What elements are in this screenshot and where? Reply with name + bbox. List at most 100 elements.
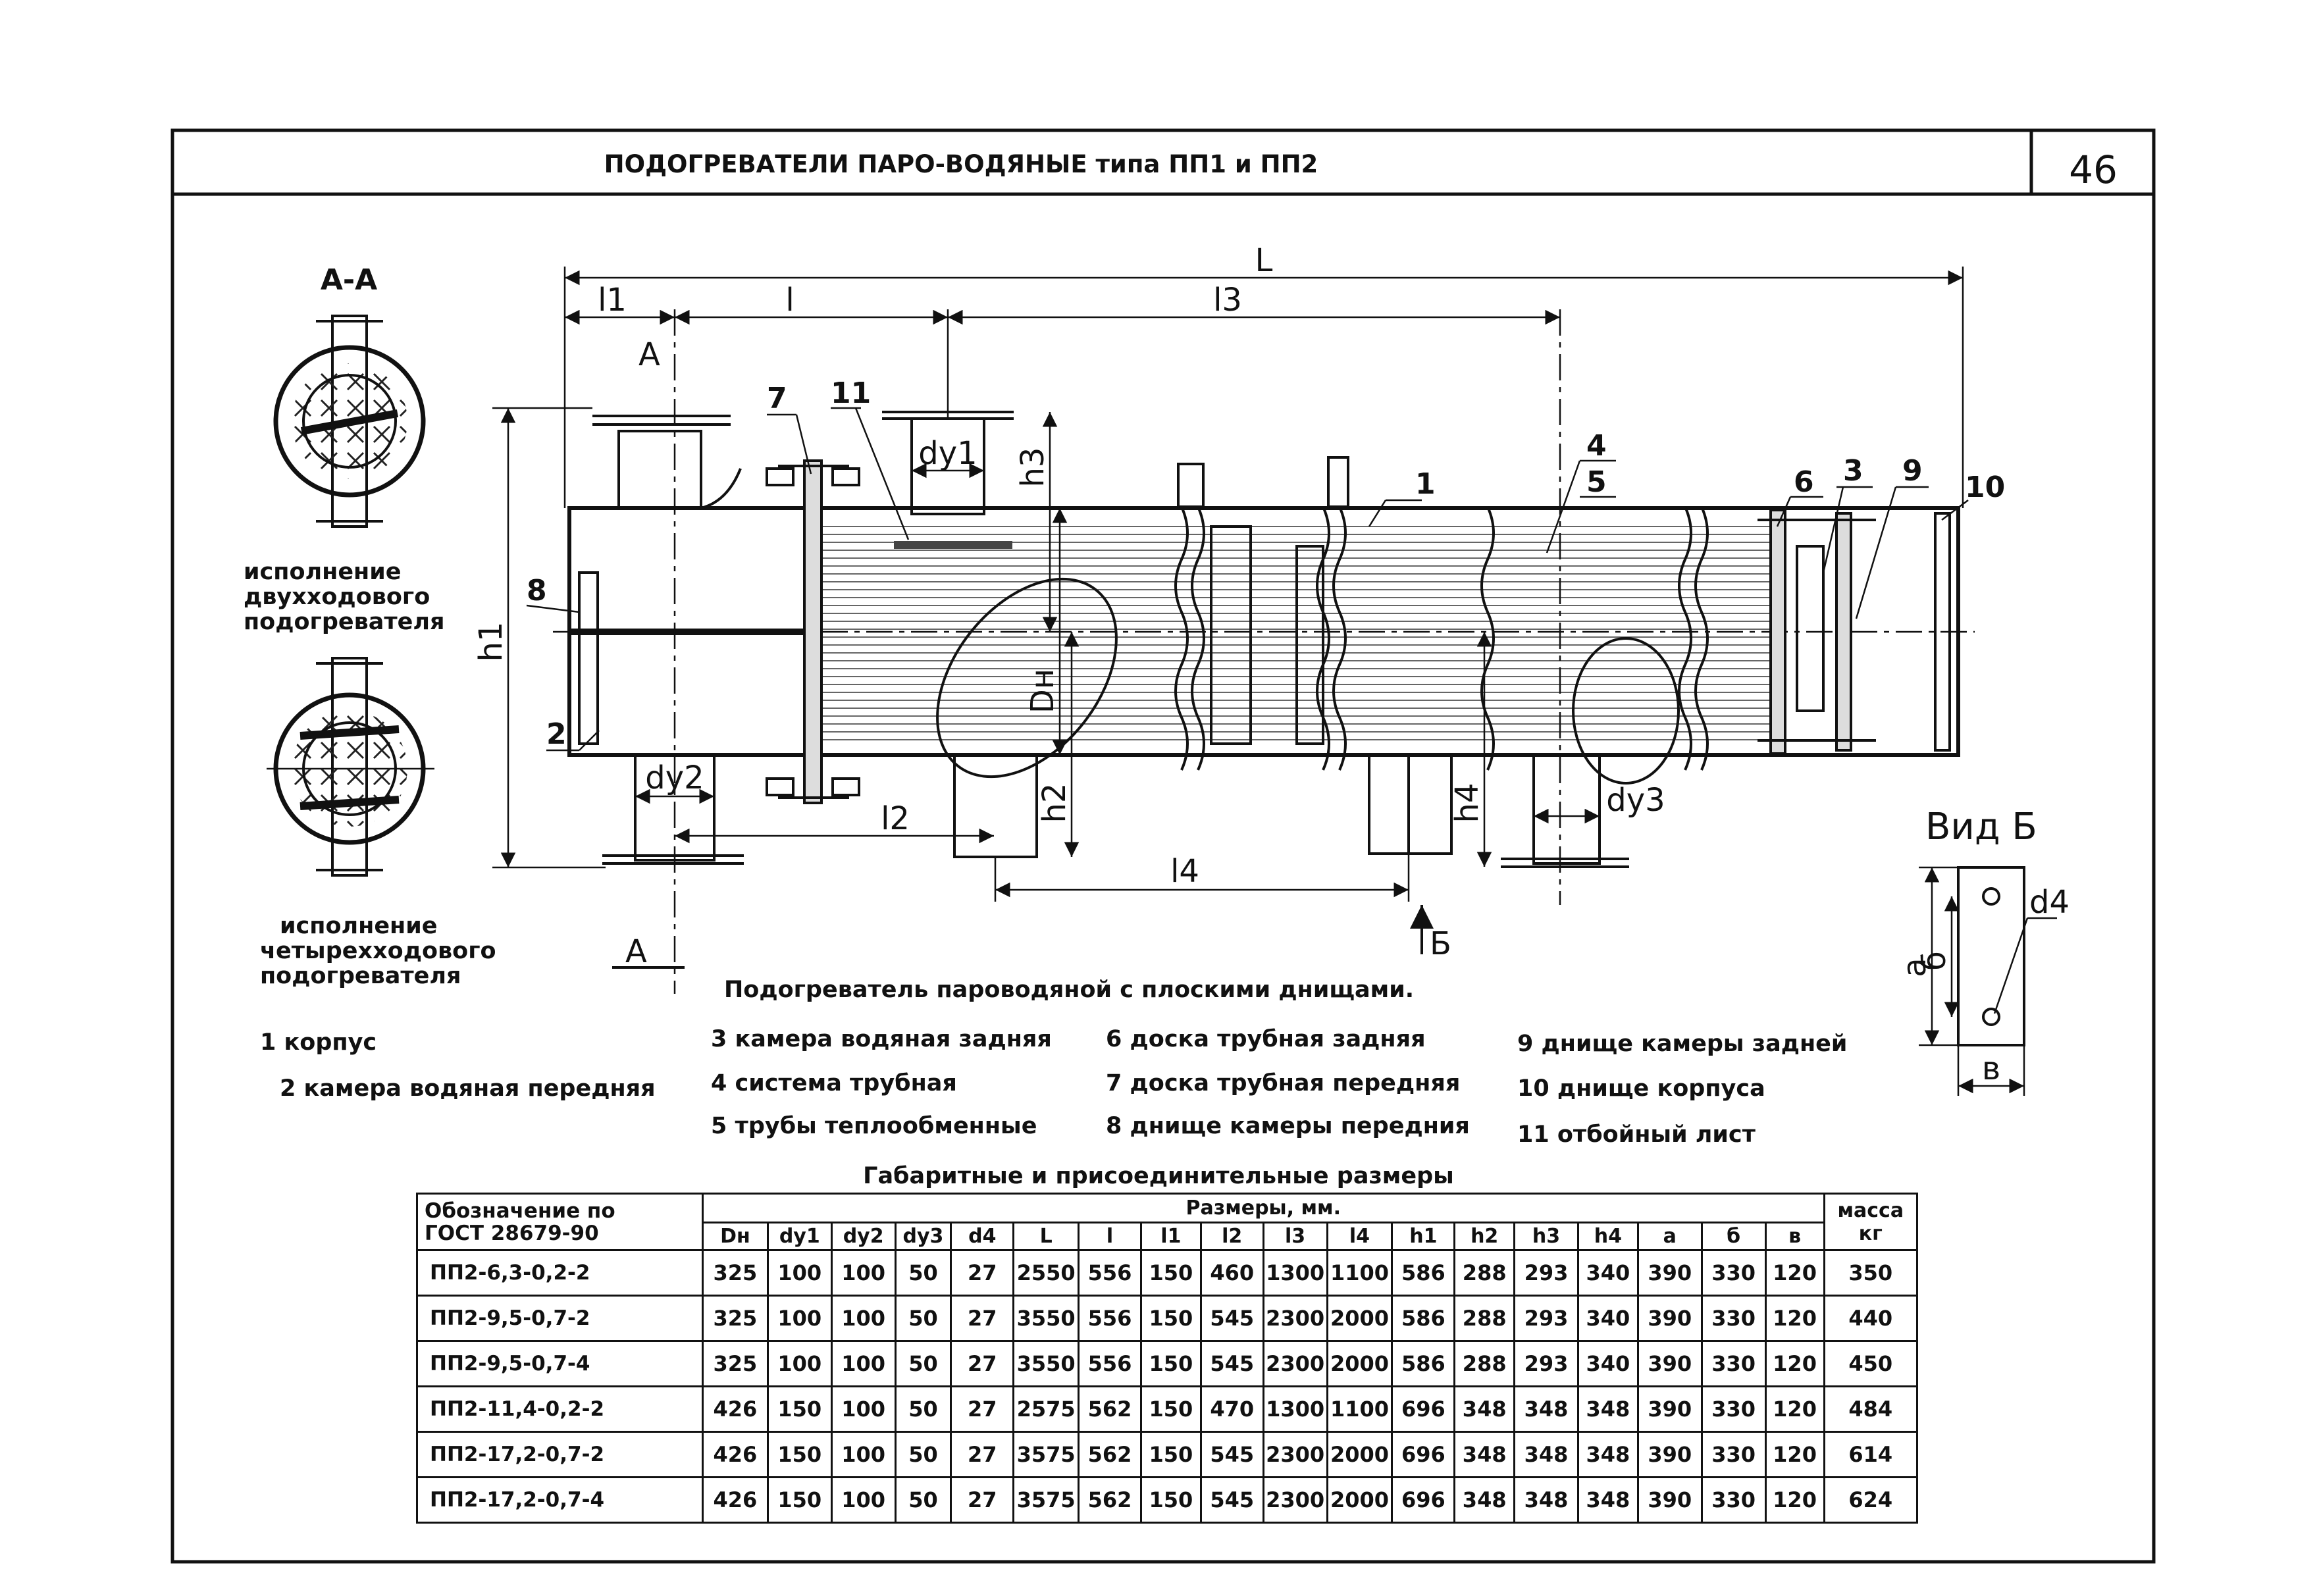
column-header: l (1078, 1222, 1142, 1251)
tube-bundle (820, 526, 1777, 740)
dim-l2: l2 (881, 800, 910, 837)
table-cell: 100 (766, 1295, 833, 1342)
column-header: l4 (1326, 1222, 1393, 1251)
table-cell: 390 (1636, 1431, 1703, 1478)
part-2: 2 (546, 717, 567, 751)
rear-water-chamber (1796, 545, 1825, 712)
table-cell: 325 (701, 1295, 769, 1342)
column-header: h2 (1453, 1222, 1516, 1251)
table-cell: 586 (1391, 1249, 1456, 1297)
table-cell: 120 (1764, 1340, 1825, 1387)
table-cell: 556 (1078, 1295, 1142, 1342)
table-cell: 330 (1700, 1295, 1767, 1342)
part-10: 10 (1965, 471, 2005, 504)
table-cell: 340 (1576, 1249, 1639, 1297)
section-mark-bottom: А (625, 933, 647, 970)
sheet-title: ПОДОГРЕВАТЕЛИ ПАРО-ВОДЯНЫЕ типа ПП1 и ПП… (604, 150, 1318, 178)
part-9: 9 (1902, 454, 1923, 488)
table-cell: 348 (1513, 1476, 1579, 1524)
parts-legend: 1 корпус 2 камера водяная передняя 3 кам… (260, 1026, 1847, 1148)
legend-item-5: 5 трубы теплообменные (711, 1113, 1037, 1139)
table-cell: 390 (1636, 1476, 1703, 1524)
table-cell: 330 (1700, 1431, 1767, 1478)
table-cell: 27 (950, 1249, 1015, 1297)
legend-item-3: 3 камера водяная задняя (711, 1026, 1052, 1052)
table-cell: 3575 (1012, 1431, 1080, 1478)
table-cell: 545 (1199, 1431, 1264, 1478)
shell-circle (273, 345, 426, 498)
vent-nozzle (1177, 463, 1205, 508)
cell-designation: ПП2-9,5-0,7-4 (416, 1340, 704, 1387)
table-cell: 696 (1391, 1385, 1456, 1433)
table-cell: 100 (830, 1249, 897, 1297)
legend-item-6: 6 доска трубная задняя (1106, 1026, 1426, 1052)
table-header-row-1: Обозначение по ГОСТ 28679-90 Размеры, мм… (416, 1193, 1919, 1251)
column-header: в (1764, 1222, 1825, 1251)
table-cell: 50 (894, 1295, 952, 1342)
column-header: l1 (1139, 1222, 1202, 1251)
cell-mass: 350 (1823, 1249, 1919, 1297)
table-cell: 50 (894, 1249, 952, 1297)
sheet-frame (170, 128, 2156, 1564)
header-dimensions-group: Размеры, мм. (701, 1193, 1825, 1223)
table-cell: 2300 (1262, 1431, 1328, 1478)
table-cell: 27 (950, 1431, 1015, 1478)
view-b-dim-v: в (1982, 1050, 2000, 1087)
table-cell: 2300 (1262, 1340, 1328, 1387)
table-cell: 293 (1513, 1295, 1579, 1342)
legend-item-7: 7 доска трубная передняя (1106, 1070, 1460, 1096)
table-cell: 150 (1139, 1385, 1202, 1433)
part-11: 11 (831, 376, 871, 410)
partition-plate (300, 409, 399, 435)
view-b: Вид Б a б в d4 (1896, 806, 2070, 1096)
table-cell: 696 (1391, 1431, 1456, 1478)
table-cell: 100 (830, 1476, 897, 1524)
table-cell: 2300 (1262, 1295, 1328, 1342)
cell-designation: ПП2-9,5-0,7-2 (416, 1295, 704, 1342)
legend-item-10: 10 днище корпуса (1517, 1075, 1765, 1102)
header-mass: масса кг (1823, 1193, 1919, 1251)
view-b-hole-top (1982, 887, 2000, 906)
table-cell: 100 (830, 1385, 897, 1433)
table-cell: 1100 (1326, 1385, 1393, 1433)
dim-h3: h3 (1014, 448, 1051, 488)
legend-item-8: 8 днище камеры передния (1106, 1113, 1470, 1139)
table-cell: 586 (1391, 1295, 1456, 1342)
rear-tube-sheet (1769, 509, 1786, 755)
dimensions: L l1 l l3 h1 h3 Dн h2 h4 l2 (473, 242, 1964, 905)
part-6: 6 (1794, 465, 1814, 499)
table-cell: 3575 (1012, 1476, 1080, 1524)
cell-mass: 614 (1823, 1431, 1919, 1478)
table-cell: 2000 (1326, 1476, 1393, 1524)
table-cell: 27 (950, 1295, 1015, 1342)
table-cell: 545 (1199, 1340, 1264, 1387)
table-cell: 2300 (1262, 1476, 1328, 1524)
table-cell: 1300 (1262, 1249, 1328, 1297)
caption-two-pass-2: двухходового (244, 584, 430, 610)
view-b-hole-label: d4 (2029, 884, 2070, 921)
cell-designation: ПП2-17,2-0,7-2 (416, 1431, 704, 1478)
section-aa: А-А исполнение двухходового подогревател… (244, 263, 496, 989)
table-cell: 390 (1636, 1295, 1703, 1342)
table-cell: 120 (1764, 1476, 1825, 1524)
shell-cutaway (936, 577, 1118, 779)
table-cell: 100 (766, 1340, 833, 1387)
table-cell: 150 (1139, 1340, 1202, 1387)
part-4: 4 (1586, 429, 1607, 463)
table-cell: 562 (1078, 1476, 1142, 1524)
cell-mass: 440 (1823, 1295, 1919, 1342)
section-two-pass (273, 315, 426, 528)
column-header: Dн (701, 1222, 769, 1251)
table-cell: 50 (894, 1385, 952, 1433)
part-8: 8 (527, 574, 547, 607)
cell-designation: ПП2-6,3-0,2-2 (416, 1249, 704, 1297)
table-cell: 2550 (1012, 1249, 1080, 1297)
rear-chamber-head (1835, 512, 1852, 752)
section-mark-top: А (638, 336, 660, 373)
table-cell: 545 (1199, 1295, 1264, 1342)
table-cell: 2000 (1326, 1295, 1393, 1342)
